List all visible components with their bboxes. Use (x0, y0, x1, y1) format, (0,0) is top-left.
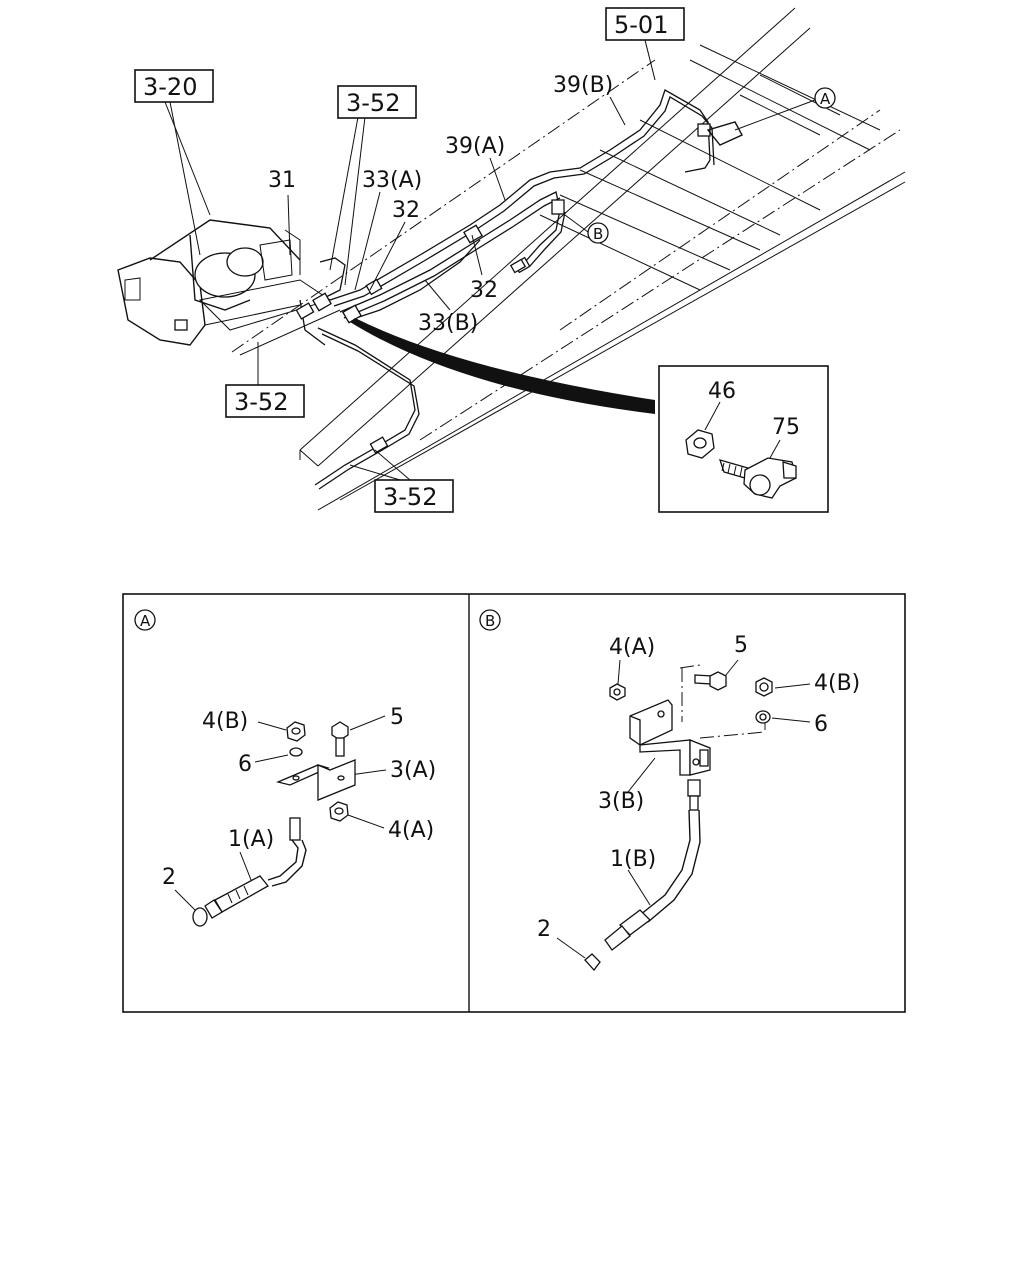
ref-box-3-52-mid[interactable]: 3-52 (225, 384, 305, 418)
detail-a-label-3a: 3(A) (390, 758, 436, 783)
callout-b-text: B (593, 225, 603, 243)
detail-b-label-5: 5 (734, 633, 748, 658)
ref-5-01-label: 5-01 (614, 11, 668, 39)
ref-box-3-52-bottom[interactable]: 3-52 (374, 479, 454, 513)
detail-a-label-4b: 4(B) (202, 709, 248, 734)
inset-label-46: 46 (708, 379, 736, 404)
detail-b-marker: B (479, 609, 501, 631)
label-33a: 33(A) (362, 168, 422, 193)
detail-a-label-2: 2 (162, 865, 176, 890)
detail-b-label-1b: 1(B) (610, 847, 656, 872)
label-39b: 39(B) (553, 73, 613, 98)
label-31: 31 (268, 168, 296, 193)
callout-a-marker[interactable]: A (814, 87, 836, 109)
detail-a-label-1a: 1(A) (228, 827, 274, 852)
label-39a: 39(A) (445, 134, 505, 159)
inset-label-75: 75 (772, 415, 800, 440)
detail-a-label-4a: 4(A) (388, 818, 434, 843)
nut-46 (685, 429, 715, 459)
label-32-lower: 32 (470, 278, 498, 303)
detail-a-label-5: 5 (390, 705, 404, 730)
ref-3-52-mid-label: 3-52 (234, 388, 288, 416)
detail-b-label-6: 6 (814, 712, 828, 737)
ref-3-52-top-label: 3-52 (346, 89, 400, 117)
detail-b-label-3b: 3(B) (598, 789, 644, 814)
engine-assembly (117, 219, 341, 385)
hose-b-end (509, 258, 527, 274)
detail-a-panel: A 4(B) 5 6 3(A) 4(A) 1(A) 2 (134, 609, 436, 927)
detail-a-label-6: 6 (238, 752, 252, 777)
frame-rails (231, 7, 906, 511)
ref-box-5-01[interactable]: 5-01 (605, 7, 685, 41)
reference-leaders (164, 39, 816, 481)
detail-b-label-4a: 4(A) (609, 635, 655, 660)
callout-b-marker[interactable]: B (587, 222, 609, 244)
detail-b-marker-text: B (485, 612, 495, 630)
ref-3-52-bottom-label: 3-52 (383, 483, 437, 511)
detail-b-panel: B 4(A) 5 4(B) 6 3(B) 1(B) 2 (479, 609, 860, 972)
label-33b: 33(B) (418, 311, 478, 336)
elbow-75 (718, 457, 797, 499)
detail-panels-frame (122, 593, 906, 1013)
label-32-upper: 32 (392, 198, 420, 223)
brake-pipes (299, 89, 715, 490)
detail-a-marker-text: A (140, 612, 151, 630)
fitting-inset: 46 75 (658, 365, 829, 513)
ref-box-3-52-top[interactable]: 3-52 (337, 85, 417, 119)
callout-a-text: A (820, 90, 831, 108)
ref-3-20-label: 3-20 (143, 73, 197, 101)
detail-b-label-2: 2 (537, 917, 551, 942)
ref-box-3-20[interactable]: 3-20 (134, 69, 214, 103)
detail-a-marker: A (134, 609, 156, 631)
inset-leader (350, 318, 655, 414)
detail-b-label-4b: 4(B) (814, 671, 860, 696)
